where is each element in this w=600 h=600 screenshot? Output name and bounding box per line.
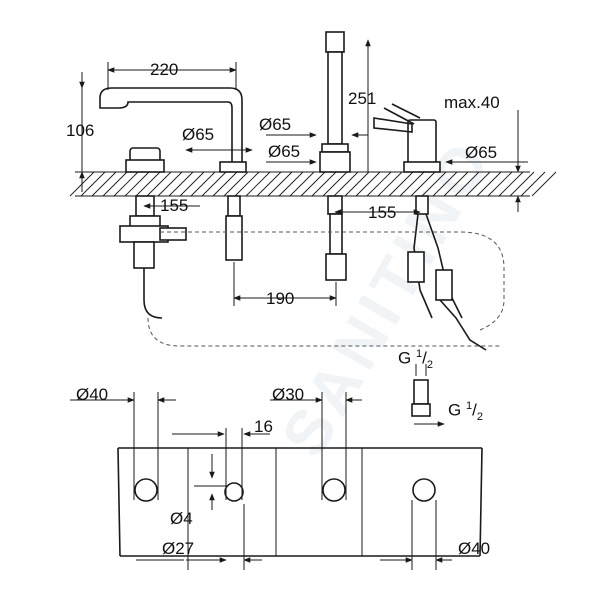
hatch-line — [333, 171, 359, 197]
hatch-line — [201, 171, 227, 197]
hatch-line — [388, 171, 414, 197]
hatch-line — [267, 171, 293, 197]
hatch-line — [245, 171, 271, 197]
dim-40-right: Ø40 — [458, 539, 491, 558]
deck-slab — [69, 171, 557, 197]
top-dimensions — [79, 39, 528, 427]
diverter — [125, 147, 165, 173]
hatch-line — [355, 171, 381, 197]
mixer-lever — [373, 103, 441, 173]
hatch-line — [223, 171, 249, 197]
hatch-line — [234, 171, 260, 197]
hatch-line — [454, 171, 480, 197]
hatch-line — [168, 171, 194, 197]
thread-den: 2 — [426, 359, 433, 372]
thread-den-lower: 2 — [476, 411, 483, 424]
hatch-line — [509, 171, 535, 197]
hatch-line — [146, 171, 172, 197]
dim-155-right: 155 — [368, 203, 397, 222]
dim-16: 16 — [254, 417, 273, 436]
hatch-line — [212, 171, 238, 197]
hatch-line — [102, 171, 128, 197]
thread-num-lower: 1 — [465, 400, 473, 412]
dim-4: Ø4 — [170, 509, 193, 528]
hatch-line — [443, 171, 469, 197]
hatch-line — [124, 171, 150, 197]
hatch-line — [476, 171, 502, 197]
dim-155-left: 155 — [160, 196, 189, 215]
under-deck — [119, 195, 505, 351]
hatch-line — [465, 171, 491, 197]
bottom-view — [70, 392, 483, 570]
hatch-line — [113, 171, 139, 197]
hatch-line — [498, 171, 524, 197]
hatch-line — [256, 171, 282, 197]
hatch-line — [300, 171, 326, 197]
dim-220: 220 — [150, 60, 179, 79]
thread-label-lower: G 1/2 — [448, 400, 483, 424]
hatch-line — [377, 171, 403, 197]
hatch-line — [421, 171, 447, 197]
hatch-line — [190, 171, 216, 197]
hatch-line — [135, 171, 161, 197]
dim-65-shower-top: Ø65 — [259, 115, 292, 134]
dim-251: 251 — [348, 89, 377, 108]
dim-65-shower: Ø65 — [268, 142, 301, 161]
hatch-line — [311, 171, 337, 197]
hatch-line — [80, 171, 106, 197]
dim-65-spout: Ø65 — [182, 125, 215, 144]
spout — [99, 87, 247, 173]
hatch-line — [410, 171, 436, 197]
hand-shower — [319, 31, 351, 173]
hatch-line — [432, 171, 458, 197]
dim-27: Ø27 — [162, 539, 195, 558]
hatch-line — [91, 171, 117, 197]
dim-190: 190 — [266, 289, 295, 308]
dim-max40: max.40 — [444, 93, 500, 112]
dim-40-left: Ø40 — [76, 385, 109, 404]
hatch-line — [366, 171, 392, 197]
hatch-line — [531, 171, 557, 197]
dim-65-mixer: Ø65 — [465, 143, 498, 162]
hatch-line — [344, 171, 370, 197]
hatch-line — [157, 171, 183, 197]
thread-g-lower: G — [448, 400, 462, 420]
hatch-line — [487, 171, 513, 197]
thread-num: 1 — [415, 348, 423, 360]
thread-g: G — [398, 348, 412, 368]
hatch-line — [278, 171, 304, 197]
hatch-line — [289, 171, 315, 197]
hatch-line — [322, 171, 348, 197]
hatch-line — [179, 171, 205, 197]
dim-106: 106 — [66, 121, 95, 140]
dim-30: Ø30 — [272, 385, 305, 404]
hatch-line — [399, 171, 425, 197]
hatch-line — [520, 171, 546, 197]
thread-label-upper: G 1/2 — [398, 348, 433, 372]
